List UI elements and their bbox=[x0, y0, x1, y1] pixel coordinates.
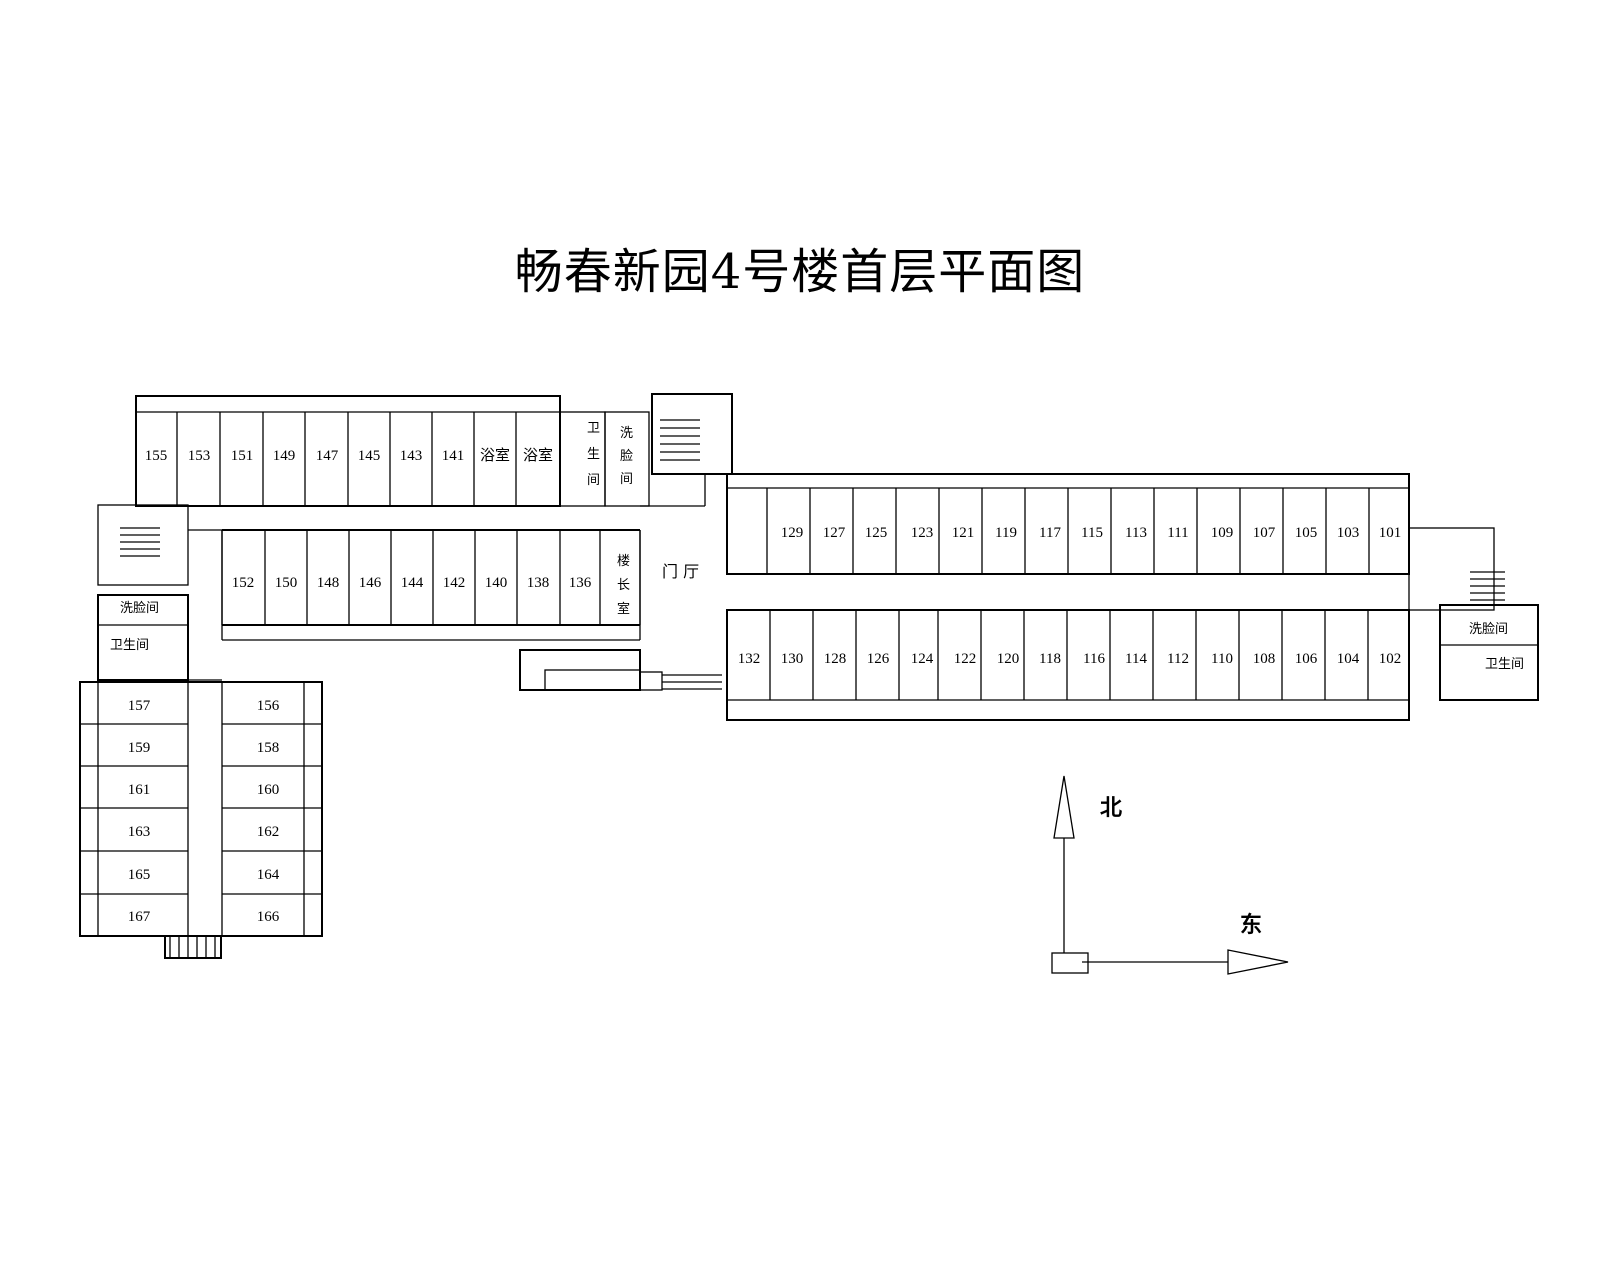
room-east-south-9: 114 bbox=[1125, 651, 1147, 667]
compass: 北 东 bbox=[1051, 775, 1289, 975]
rooms: 155 153 151 149 147 145 143 141 浴室浴室 152 150 148 146… bbox=[128, 447, 1402, 925]
room-east-south-11: 110 bbox=[1211, 651, 1233, 667]
room-west-north-0: 155 bbox=[145, 448, 168, 464]
north-arrow-icon bbox=[1053, 775, 1075, 839]
room-east-north-12: 105 bbox=[1295, 525, 1318, 541]
entry-post bbox=[639, 671, 663, 691]
room-east-south-10: 112 bbox=[1167, 651, 1189, 667]
east-washroom-box bbox=[1439, 604, 1539, 701]
room-sw-east-3: 162 bbox=[257, 824, 280, 840]
center-stair-box bbox=[651, 393, 733, 475]
manager-office-char-2: 长 bbox=[617, 578, 630, 593]
room-sw-east-4: 164 bbox=[257, 867, 280, 883]
center-washroom-box bbox=[604, 411, 650, 507]
east-stair-box bbox=[1408, 527, 1495, 611]
room-west-south-0: 152 bbox=[232, 575, 255, 591]
room-sw-west-5: 167 bbox=[128, 909, 151, 925]
room-west-south-4: 144 bbox=[401, 575, 424, 591]
room-west-north-9: 浴室 bbox=[523, 447, 553, 464]
room-west-north-5: 145 bbox=[358, 448, 381, 464]
room-west-south-1: 150 bbox=[275, 575, 298, 591]
room-west-south-2: 148 bbox=[317, 575, 340, 591]
room-east-north-10: 109 bbox=[1211, 525, 1234, 541]
room-east-north-3: 123 bbox=[911, 525, 934, 541]
room-east-south-0: 132 bbox=[738, 651, 761, 667]
room-sw-east-2: 160 bbox=[257, 782, 280, 798]
room-east-north-5: 119 bbox=[995, 525, 1017, 541]
toilet-center-char-1: 卫 bbox=[587, 421, 600, 436]
room-east-north-13: 103 bbox=[1337, 525, 1360, 541]
room-west-north-2: 151 bbox=[231, 448, 254, 464]
room-sw-east-5: 166 bbox=[257, 909, 280, 925]
walls bbox=[79, 393, 1539, 959]
room-west-south-7: 138 bbox=[527, 575, 550, 591]
room-east-south-2: 128 bbox=[824, 651, 847, 667]
room-east-north-1: 127 bbox=[823, 525, 846, 541]
washroom-center-char-1: 洗 bbox=[620, 426, 633, 441]
room-east-south-5: 122 bbox=[954, 651, 977, 667]
room-west-south-3: 146 bbox=[359, 575, 382, 591]
room-east-south-3: 126 bbox=[867, 651, 890, 667]
manager-office-char-1: 楼 bbox=[617, 554, 630, 569]
room-sw-west-1: 159 bbox=[128, 740, 151, 756]
room-west-south-6: 140 bbox=[485, 575, 508, 591]
room-sw-west-0: 157 bbox=[128, 698, 151, 714]
room-east-north-11: 107 bbox=[1253, 525, 1276, 541]
room-west-south-8: 136 bbox=[569, 575, 592, 591]
toilet-center-char-3: 间 bbox=[587, 473, 600, 488]
room-east-north-0: 129 bbox=[781, 525, 804, 541]
room-east-north-9: 111 bbox=[1167, 525, 1188, 541]
toilet-center: 卫 生 间 bbox=[587, 421, 600, 488]
room-east-south-7: 118 bbox=[1039, 651, 1061, 667]
toilet-west-label: 卫生间 bbox=[110, 638, 149, 653]
west-stair-box bbox=[97, 504, 189, 586]
room-sw-east-0: 156 bbox=[257, 698, 280, 714]
room-west-north-3: 149 bbox=[273, 448, 296, 464]
room-east-north-8: 113 bbox=[1125, 525, 1147, 541]
north-label: 北 bbox=[1100, 796, 1122, 821]
entry-step-inner bbox=[544, 669, 641, 691]
room-east-south-13: 106 bbox=[1295, 651, 1318, 667]
room-sw-west-4: 165 bbox=[128, 867, 151, 883]
washroom-center-char-2: 脸 bbox=[620, 449, 633, 464]
room-east-south-1: 130 bbox=[781, 651, 804, 667]
southwest-steps bbox=[164, 935, 222, 959]
washroom-west-label: 洗脸间 bbox=[120, 601, 159, 616]
toilet-center-char-2: 生 bbox=[587, 447, 600, 462]
washroom-east-label: 洗脸间 bbox=[1469, 622, 1508, 637]
room-west-north-6: 143 bbox=[400, 448, 423, 464]
east-label: 东 bbox=[1240, 912, 1262, 938]
manager-office: 楼 长 室 bbox=[617, 554, 630, 617]
compass-origin-box bbox=[1051, 952, 1089, 974]
room-east-north-14: 101 bbox=[1379, 525, 1402, 541]
east-arrow-icon bbox=[1227, 949, 1289, 975]
room-sw-west-2: 161 bbox=[128, 782, 151, 798]
room-west-north-1: 153 bbox=[188, 448, 211, 464]
room-west-south-5: 142 bbox=[443, 575, 466, 591]
washroom-center: 洗 脸 间 bbox=[620, 426, 633, 487]
room-east-south-15: 102 bbox=[1379, 651, 1402, 667]
room-east-south-12: 108 bbox=[1253, 651, 1276, 667]
room-east-south-8: 116 bbox=[1083, 651, 1105, 667]
room-west-north-8: 浴室 bbox=[480, 447, 510, 464]
room-east-north-7: 115 bbox=[1081, 525, 1103, 541]
room-west-north-7: 141 bbox=[442, 448, 465, 464]
room-east-south-6: 120 bbox=[997, 651, 1020, 667]
southwest-outline bbox=[79, 681, 323, 937]
room-sw-east-1: 158 bbox=[257, 740, 280, 756]
room-east-south-4: 124 bbox=[911, 651, 934, 667]
page-title: 畅春新园4号楼首层平面图 bbox=[514, 244, 1086, 300]
room-west-north-4: 147 bbox=[316, 448, 339, 464]
room-east-south-14: 104 bbox=[1337, 651, 1360, 667]
room-east-north-4: 121 bbox=[952, 525, 975, 541]
lobby-label: 门 厅 bbox=[662, 562, 699, 581]
room-east-north-2: 125 bbox=[865, 525, 888, 541]
manager-office-char-3: 室 bbox=[617, 601, 630, 617]
west-washroom-box bbox=[97, 594, 189, 681]
room-sw-west-3: 163 bbox=[128, 824, 151, 840]
toilet-east-label: 卫生间 bbox=[1485, 657, 1524, 672]
washroom-center-char-3: 间 bbox=[620, 472, 633, 487]
room-east-north-6: 117 bbox=[1039, 525, 1061, 541]
